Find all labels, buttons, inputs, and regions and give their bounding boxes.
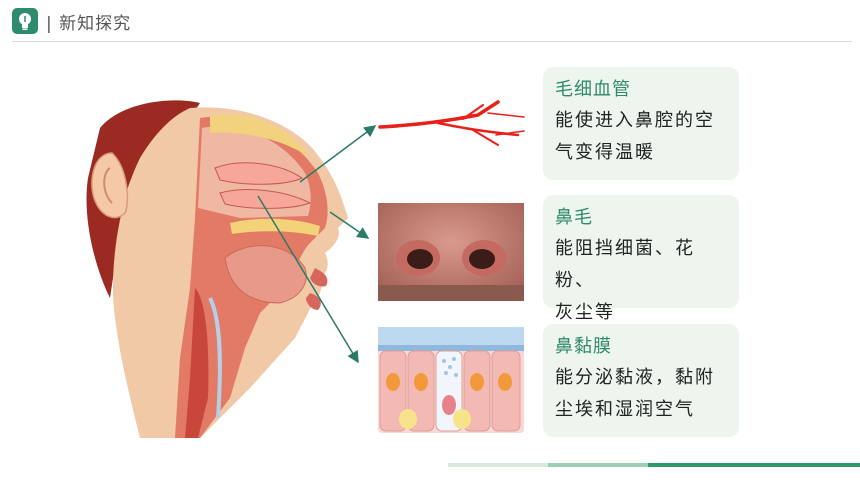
- info-card-mucosa: 鼻黏膜 能分泌黏液，黏附 尘埃和湿润空气: [543, 324, 739, 437]
- hair-shape: [86, 100, 200, 298]
- arrow-nose-hair: [329, 211, 370, 239]
- info-card-nose-hair: 鼻毛 能阻挡细菌、花粉、 灰尘等: [543, 195, 739, 323]
- card-text: 能使进入鼻腔的空 气变得温暖: [555, 110, 715, 163]
- page-title: | 新知探究: [46, 14, 132, 34]
- lightbulb-icon: [12, 8, 38, 34]
- card-text: 能阻挡细菌、花粉、 灰尘等: [555, 238, 695, 323]
- bottom-progress-bar: [448, 463, 860, 467]
- arrow-capillaries: [299, 125, 377, 183]
- header-divider: [12, 41, 852, 42]
- ear-shape: [91, 152, 129, 219]
- card-title: 毛细血管: [555, 79, 631, 100]
- capillary-illustration: [378, 100, 525, 146]
- card-text: 能分泌黏液，黏附 尘埃和湿润空气: [555, 367, 715, 420]
- card-title: 鼻黏膜: [555, 336, 612, 357]
- nostril-photo: [378, 203, 524, 301]
- nasal-cavity-diagram: [86, 100, 348, 438]
- arrow-mucosa: [257, 195, 359, 364]
- info-card-capillaries: 毛细血管 能使进入鼻腔的空 气变得温暖: [543, 67, 739, 180]
- header: | 新知探究: [0, 0, 860, 44]
- mucosa-cells-illustration: [378, 327, 524, 433]
- card-title: 鼻毛: [555, 207, 593, 228]
